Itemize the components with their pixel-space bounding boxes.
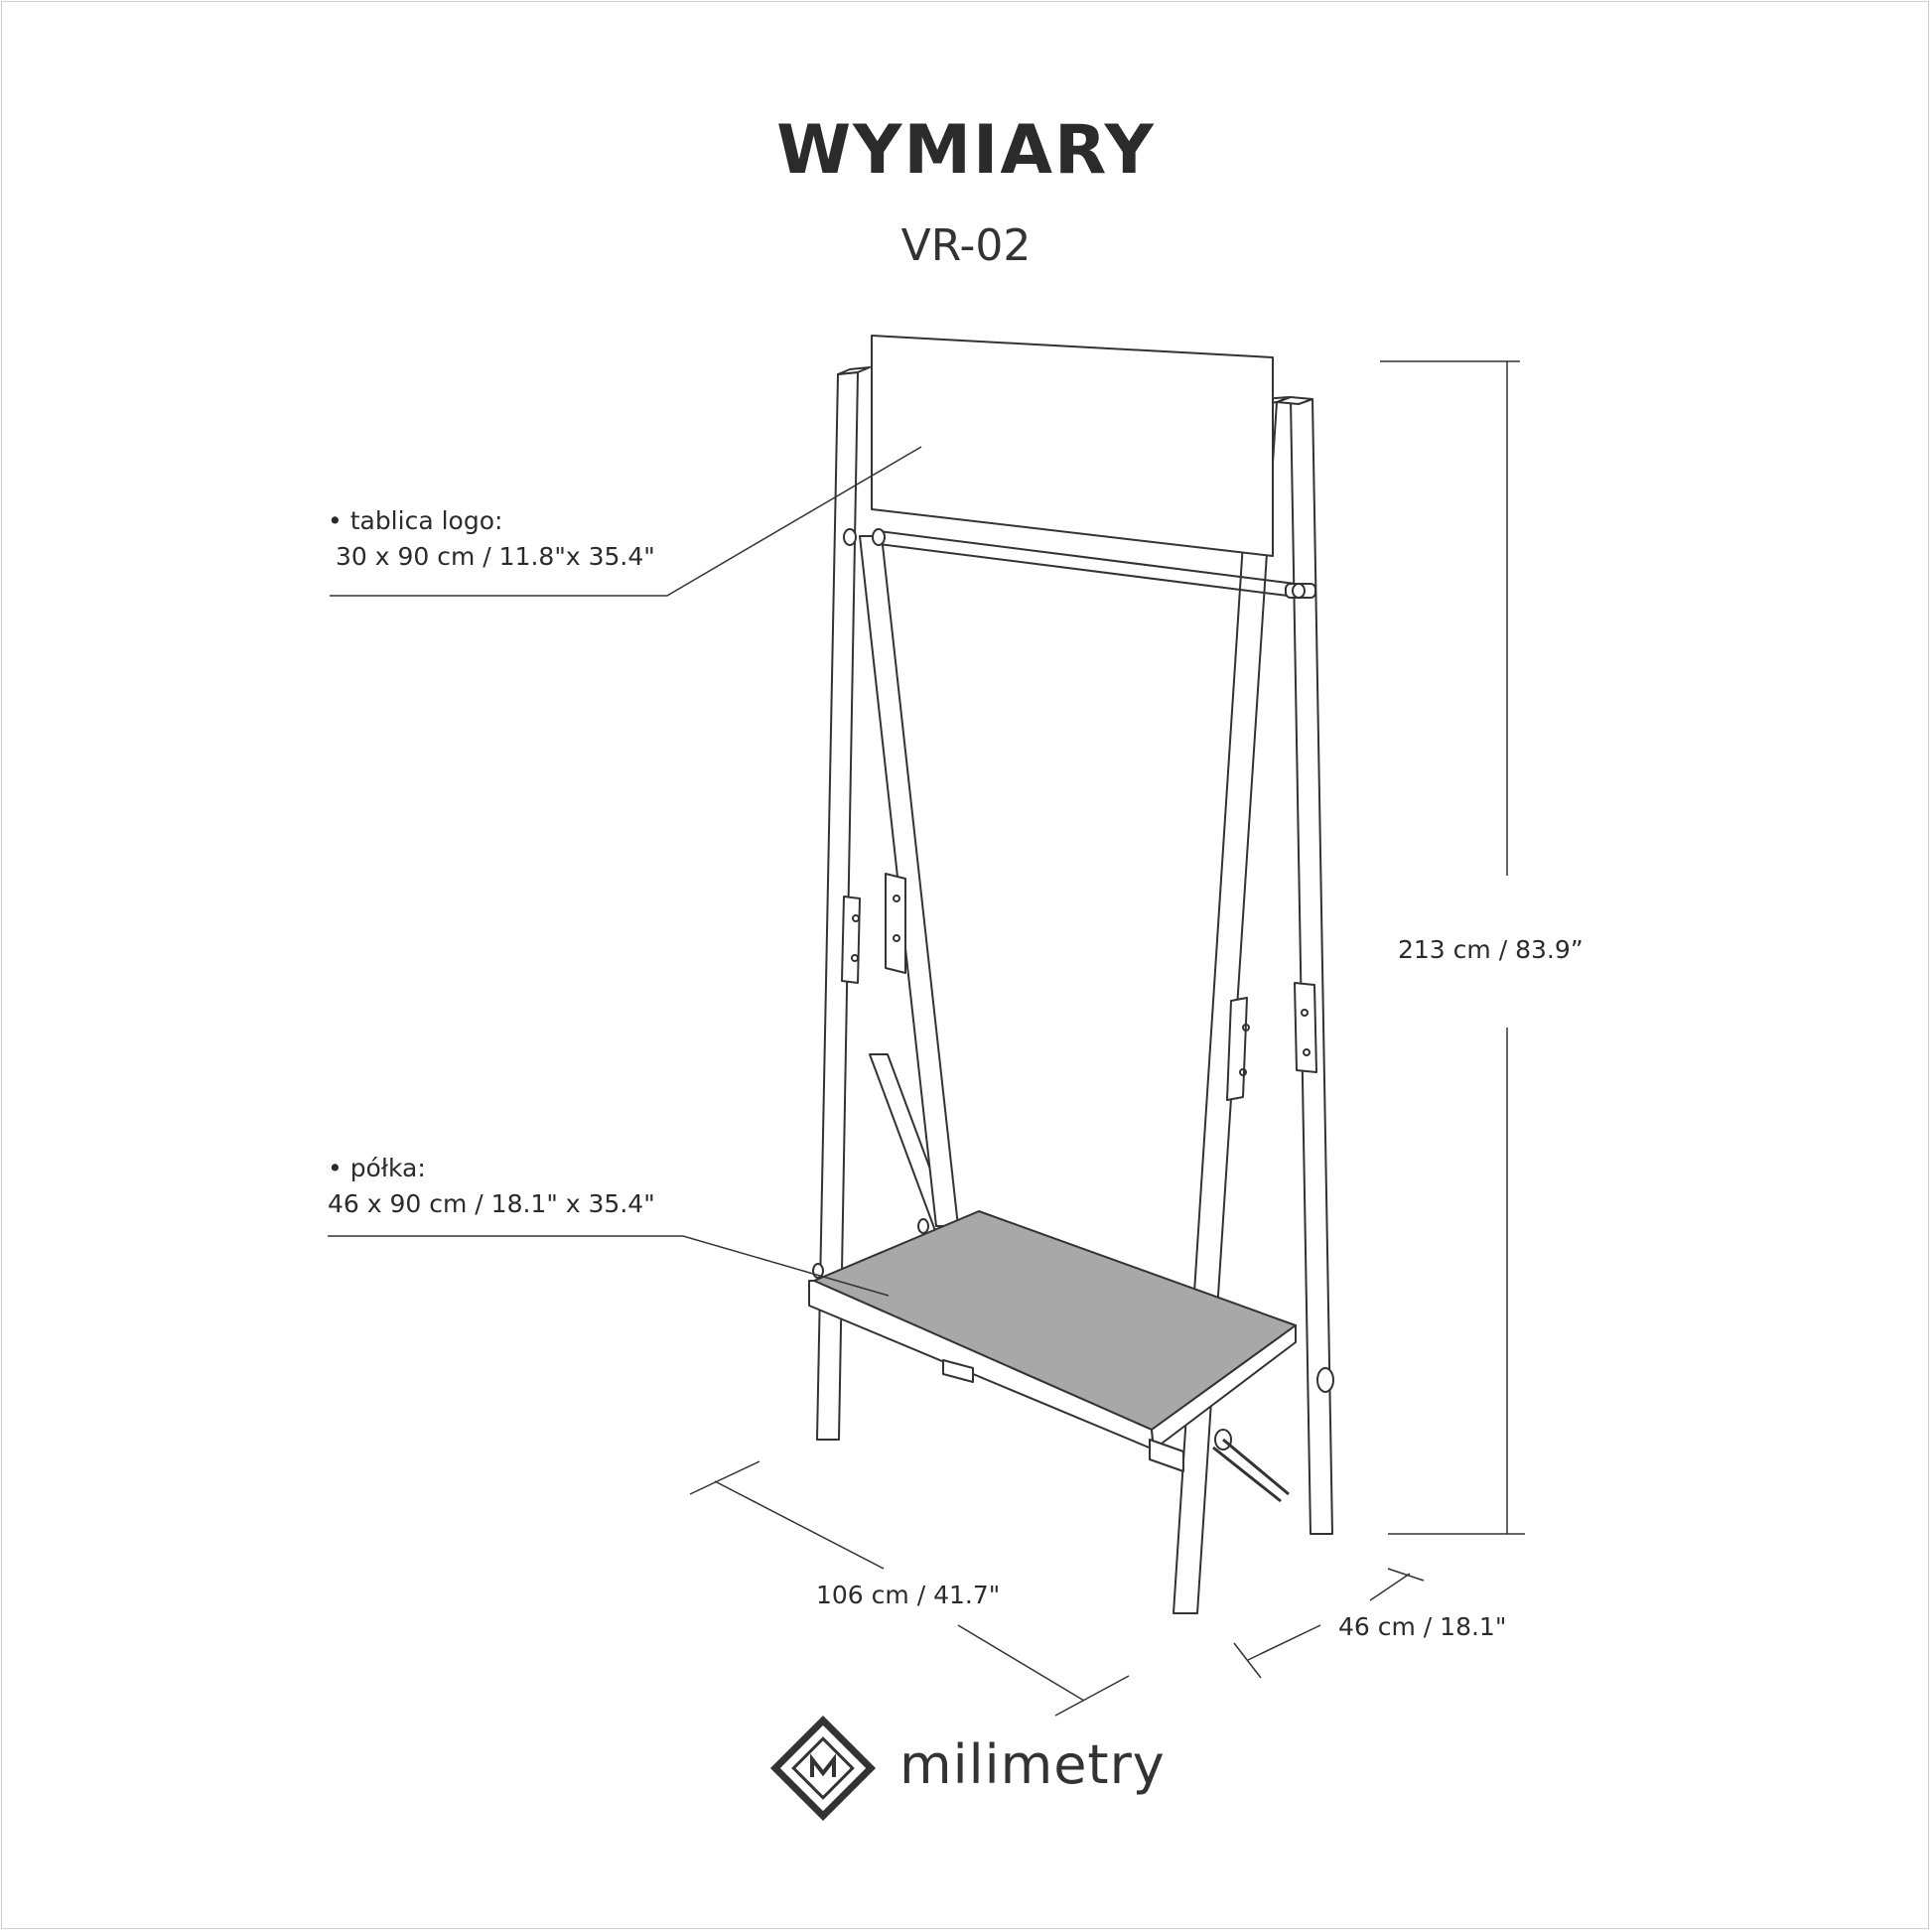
width-dimension-line — [689, 1460, 1130, 1717]
height-dimension-label: 213 cm / 83.9” — [1398, 935, 1584, 964]
back-right-leg — [1276, 396, 1333, 1535]
lower-stretcher — [1212, 1438, 1290, 1503]
shelf — [808, 1210, 1334, 1472]
brand-wordmark: milimetry — [899, 1733, 1166, 1796]
shelf-leader-line — [328, 1235, 890, 1297]
shelf-label: • półka: — [328, 1154, 426, 1182]
hanging-rail — [843, 528, 1316, 599]
model-number: VR-02 — [900, 220, 1032, 271]
sign-board — [871, 335, 1274, 557]
sign-board-label: • tablica logo: — [328, 506, 503, 535]
height-dimension-line — [1380, 360, 1525, 1535]
sign-board-size: 30 x 90 cm / 11.8"x 35.4" — [336, 542, 655, 571]
page-title: WYMIARY — [776, 111, 1156, 190]
depth-dimension-label: 46 cm / 18.1" — [1338, 1612, 1507, 1641]
depth-dimension-line — [1233, 1568, 1425, 1679]
sign-board-leader-line — [330, 446, 922, 597]
width-dimension-label: 106 cm / 41.7" — [816, 1581, 1001, 1609]
shelf-size: 46 x 90 cm / 18.1" x 35.4" — [328, 1189, 655, 1218]
diamond-m-logo-icon — [769, 1715, 877, 1822]
front-left-leg — [816, 366, 871, 1441]
